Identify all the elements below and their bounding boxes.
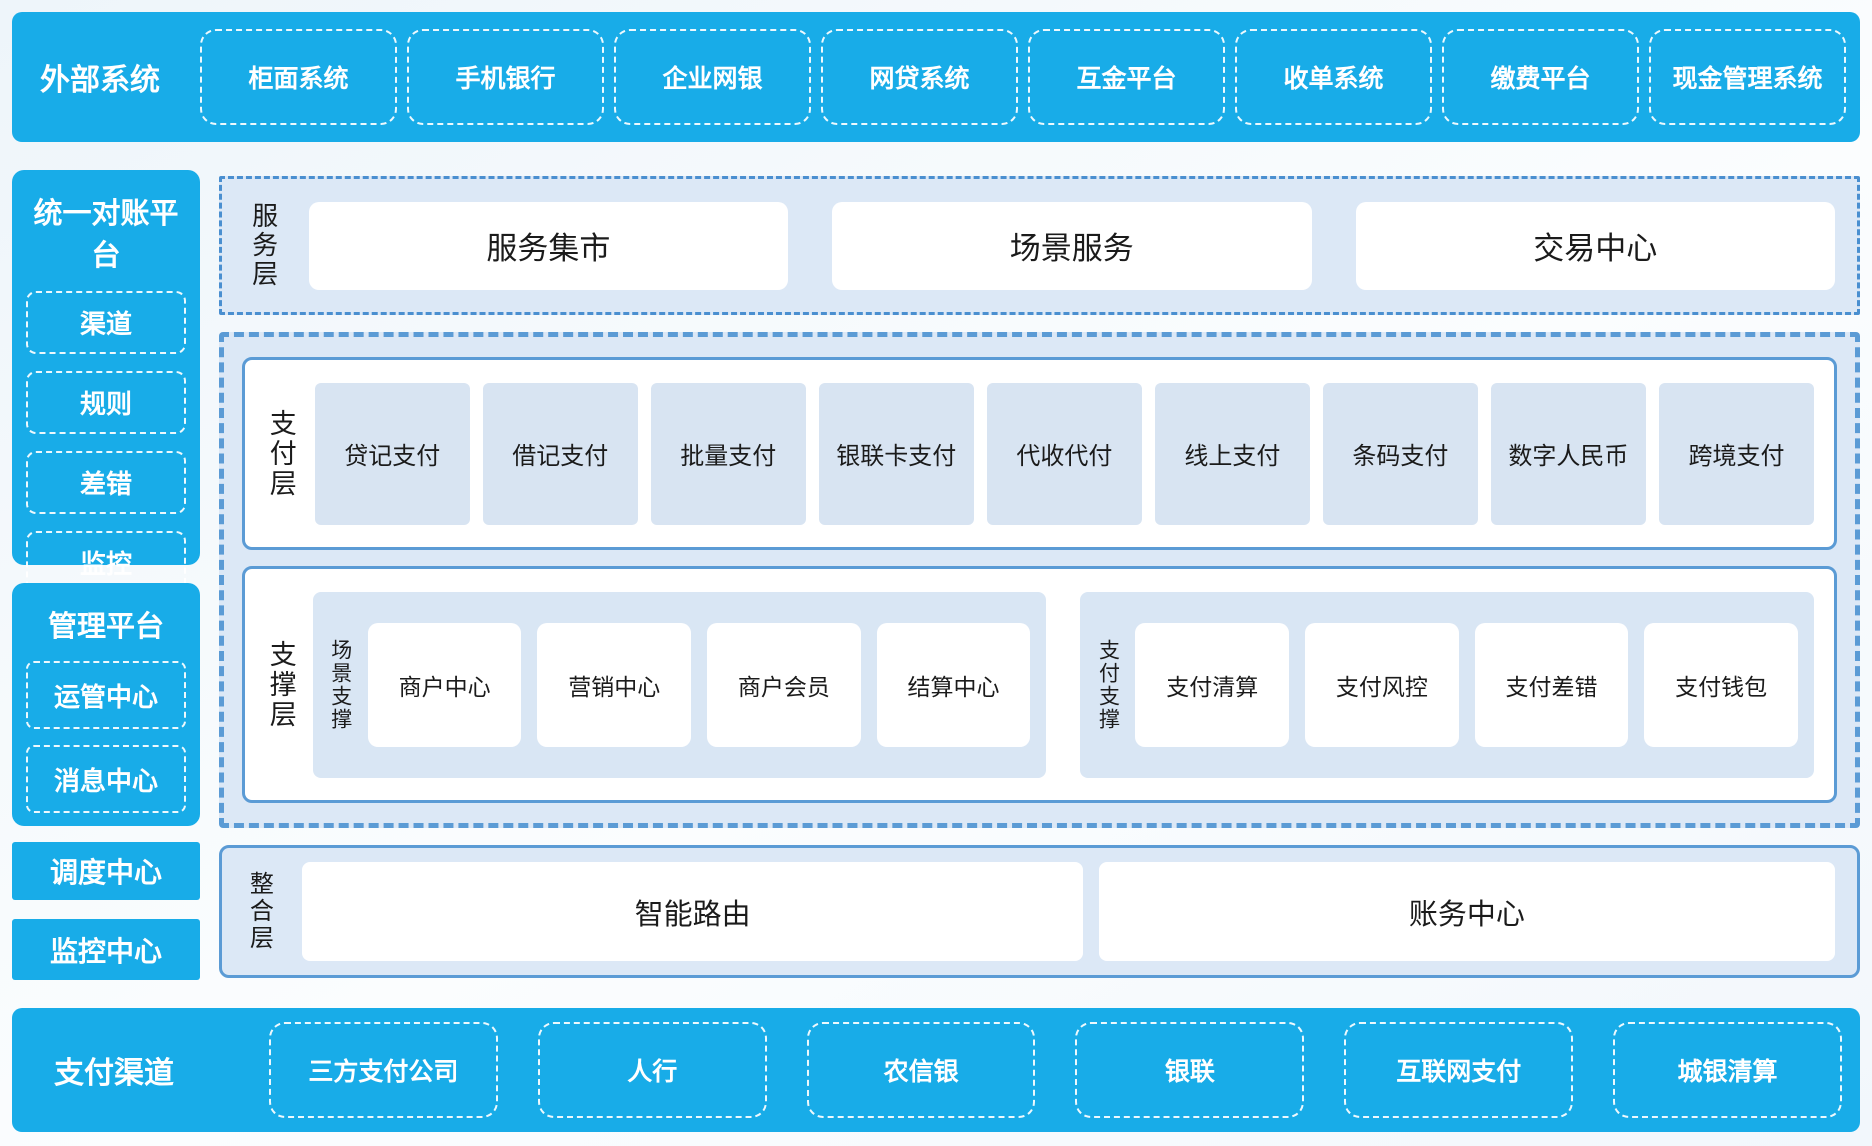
external-system-item: 现金管理系统	[1649, 29, 1846, 125]
support-item: 商户会员	[707, 622, 861, 747]
external-system-item: 网贷系统	[821, 29, 1018, 125]
support-layer-groups: 场景支撑 商户中心 营销中心 商户会员 结算中心 支付支撑 支付清算 支付风控 …	[312, 591, 1814, 778]
payment-channel-items: 三方支付公司 人行 农信银 银联 互联网支付 城银清算	[269, 1022, 1842, 1118]
support-item: 支付钱包	[1644, 622, 1798, 747]
reconciliation-platform-title: 统一对账平台	[33, 196, 179, 272]
service-layer: 服务层 服务集市 场景服务 交易中心	[219, 176, 1860, 315]
left-column: 统一对账平台 渠道 规则 差错 监控 管理平台 运管中心 消息中心 调度中心 监…	[12, 170, 200, 1008]
management-item: 消息中心	[26, 745, 186, 813]
management-platform-panel: 管理平台 运管中心 消息中心	[12, 583, 200, 826]
management-platform-title: 管理平台	[47, 609, 164, 643]
service-item: 服务集市	[308, 201, 789, 290]
payment-channel-item: 互联网支付	[1344, 1022, 1574, 1118]
support-layer: 支撑层 场景支撑 商户中心 营销中心 商户会员 结算中心 支付支撑 支付清算	[242, 566, 1837, 803]
payment-channel-item: 城银清算	[1613, 1022, 1842, 1118]
payment-channel-item: 农信银	[806, 1022, 1036, 1118]
service-layer-items: 服务集市 场景服务 交易中心	[308, 201, 1835, 290]
external-system-item: 柜面系统	[200, 29, 397, 125]
external-system-item: 企业网银	[614, 29, 811, 125]
support-item: 结算中心	[876, 622, 1031, 747]
external-system-item: 互金平台	[1028, 29, 1225, 125]
reconciliation-platform-panel: 统一对账平台 渠道 规则 差错 监控	[12, 170, 200, 594]
support-item: 支付清算	[1135, 622, 1290, 747]
external-system-item: 手机银行	[407, 29, 604, 125]
diagram-body: 统一对账平台 渠道 规则 差错 监控 管理平台 运管中心 消息中心 调度中心 监…	[12, 170, 1860, 1008]
main-column: 服务层 服务集市 场景服务 交易中心 支付层 贷记支付 借记支付 批量支付 银联…	[219, 170, 1860, 1008]
external-system-item: 缴费平台	[1442, 29, 1639, 125]
integration-layer-label: 整合层	[245, 871, 274, 952]
payment-item: 跨境支付	[1658, 382, 1814, 525]
reconciliation-item: 规则	[26, 371, 186, 434]
core-layers-frame: 支付层 贷记支付 借记支付 批量支付 银联卡支付 代收代付 线上支付 条码支付 …	[219, 332, 1860, 828]
external-systems-bar: 外部系统 柜面系统 手机银行 企业网银 网贷系统 互金平台 收单系统 缴费平台 …	[12, 12, 1860, 142]
payment-channel-item: 人行	[537, 1022, 767, 1118]
support-item: 营销中心	[537, 622, 692, 747]
integration-item: 账务中心	[1098, 862, 1835, 961]
payment-support-group: 支付支撑 支付清算 支付风控 支付差错 支付钱包	[1080, 591, 1814, 778]
payment-layer-items: 贷记支付 借记支付 批量支付 银联卡支付 代收代付 线上支付 条码支付 数字人民…	[314, 382, 1814, 525]
payment-channel-item: 三方支付公司	[269, 1022, 498, 1118]
payment-item: 线上支付	[1154, 382, 1310, 525]
support-item: 支付风控	[1305, 622, 1459, 747]
dispatch-center-box: 调度中心	[12, 842, 200, 900]
integration-item: 智能路由	[302, 862, 1083, 961]
reconciliation-item: 渠道	[26, 291, 186, 354]
support-layer-label: 支撑层	[264, 639, 296, 730]
reconciliation-item: 差错	[26, 451, 186, 514]
monitor-center-box: 监控中心	[12, 919, 200, 980]
scene-support-label: 场景支撑	[328, 638, 353, 731]
service-layer-label: 服务层	[247, 202, 278, 289]
payment-item: 银联卡支付	[818, 382, 974, 525]
payment-item: 条码支付	[1322, 382, 1478, 525]
payment-channels-bar: 支付渠道 三方支付公司 人行 农信银 银联 互联网支付 城银清算	[12, 1008, 1860, 1132]
payment-item: 批量支付	[650, 382, 806, 525]
service-item: 场景服务	[832, 201, 1312, 290]
payment-item: 贷记支付	[314, 382, 470, 525]
payment-layer-label: 支付层	[264, 408, 296, 499]
service-item: 交易中心	[1355, 201, 1835, 290]
support-item: 商户中心	[367, 622, 522, 747]
payment-item: 数字人民币	[1490, 382, 1646, 525]
support-item: 支付差错	[1474, 622, 1629, 747]
scene-support-group: 场景支撑 商户中心 营销中心 商户会员 结算中心	[312, 591, 1047, 778]
payment-item: 代收代付	[986, 382, 1142, 525]
payment-item: 借记支付	[482, 382, 638, 525]
payment-channels-title: 支付渠道	[54, 1056, 174, 1091]
external-system-item: 收单系统	[1235, 29, 1432, 125]
integration-layer-items: 智能路由 账务中心	[302, 862, 1835, 961]
payment-support-label: 支付支撑	[1096, 638, 1121, 731]
payment-channel-item: 银联	[1075, 1022, 1305, 1118]
integration-layer: 整合层 智能路由 账务中心	[219, 845, 1860, 978]
payment-layer: 支付层 贷记支付 借记支付 批量支付 银联卡支付 代收代付 线上支付 条码支付 …	[242, 357, 1837, 550]
management-item: 运管中心	[26, 661, 186, 729]
external-systems-title: 外部系统	[40, 63, 160, 98]
